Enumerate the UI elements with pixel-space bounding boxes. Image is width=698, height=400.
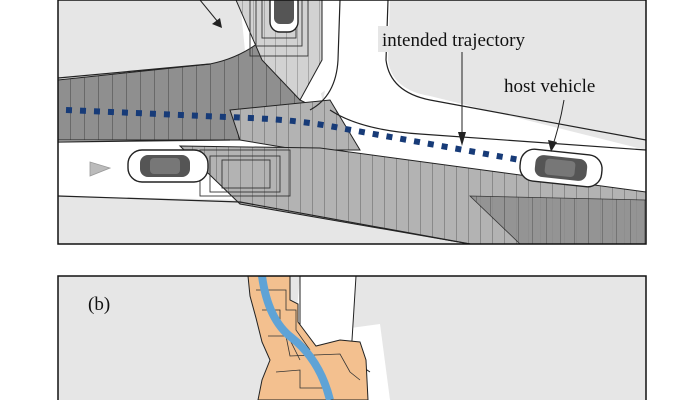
top-left-callout-arrowhead: [212, 18, 222, 28]
vehicle-top: [269, 0, 299, 33]
host-vehicle-car: [519, 148, 603, 188]
intended-trajectory-label: intended trajectory: [382, 30, 525, 51]
occupancy-set-lower-right: [468, 195, 646, 244]
panel-bottom-frame: [57, 275, 647, 400]
vehicle-left: [127, 149, 209, 183]
panel-top-frame: [57, 0, 647, 245]
panel-bottom: (b): [57, 275, 647, 400]
trajectory-callout-arrowhead: [458, 132, 466, 146]
planned-path: [258, 276, 334, 400]
lane-boundaries: [58, 0, 646, 244]
occupancy-set-top-vehicle: [235, 0, 323, 101]
intended-trajectory-path: [65, 107, 521, 163]
reachable-set: [247, 276, 369, 400]
panel-top: intended trajectory host vehicle: [57, 0, 647, 245]
road-vertical-right: [320, 0, 646, 190]
host-callout-arrowhead: [548, 140, 557, 152]
panel-label-b: (b): [88, 294, 110, 315]
vehicle-left-footprints: [199, 149, 291, 197]
top-left-callout-line: [199, 0, 219, 23]
host-vehicle-label: host vehicle: [504, 76, 595, 97]
lane-direction-arrow: [89, 161, 112, 177]
